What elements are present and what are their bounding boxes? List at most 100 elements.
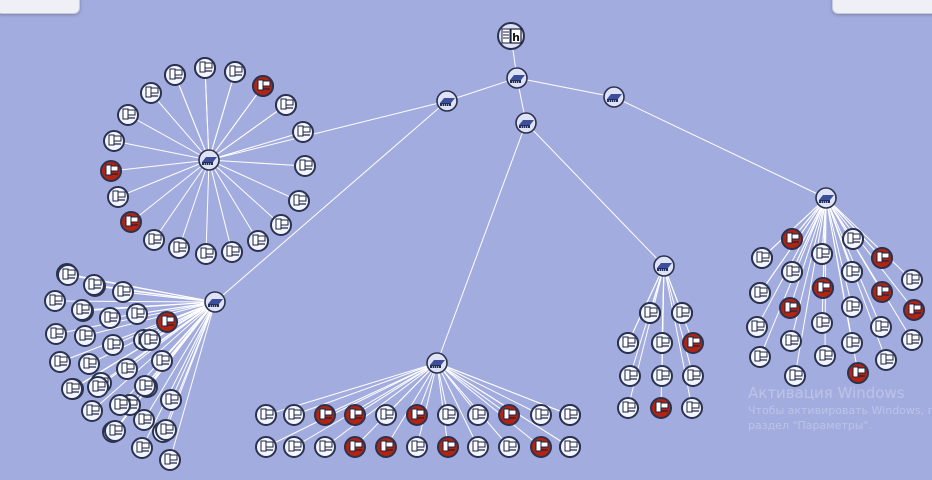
host-computer-icon[interactable]	[814, 345, 836, 367]
host-computer-icon[interactable]	[639, 302, 661, 324]
host-computer-icon[interactable]	[102, 334, 124, 356]
host-computer-icon[interactable]	[781, 261, 803, 283]
host-computer-icon[interactable]	[901, 329, 923, 351]
host-computer-alert-icon[interactable]	[781, 228, 803, 250]
host-computer-icon[interactable]	[112, 281, 134, 303]
host-computer-alert-icon[interactable]	[903, 299, 925, 321]
host-computer-icon[interactable]	[292, 121, 314, 143]
host-computer-icon[interactable]	[255, 436, 277, 458]
host-computer-icon[interactable]	[221, 241, 243, 263]
host-computer-icon[interactable]	[375, 404, 397, 426]
host-computer-alert-icon[interactable]	[120, 211, 142, 233]
host-computer-icon[interactable]	[116, 358, 138, 380]
host-computer-icon[interactable]	[875, 349, 897, 371]
host-computer-icon[interactable]	[617, 397, 639, 419]
host-computer-icon[interactable]	[283, 436, 305, 458]
host-computer-icon[interactable]	[57, 264, 79, 286]
host-computer-alert-icon[interactable]	[437, 436, 459, 458]
host-computer-icon[interactable]	[841, 261, 863, 283]
host-computer-alert-icon[interactable]	[498, 404, 520, 426]
host-computer-alert-icon[interactable]	[375, 436, 397, 458]
host-computer-icon[interactable]	[104, 420, 126, 442]
host-computer-icon[interactable]	[107, 186, 129, 208]
host-computer-icon[interactable]	[270, 214, 292, 236]
host-computer-icon[interactable]	[901, 269, 923, 291]
host-computer-icon[interactable]	[559, 436, 581, 458]
host-computer-alert-icon[interactable]	[871, 281, 893, 303]
host-computer-icon[interactable]	[195, 243, 217, 265]
host-computer-alert-icon[interactable]	[406, 404, 428, 426]
host-computer-icon[interactable]	[841, 296, 863, 318]
host-computer-icon[interactable]	[109, 394, 131, 416]
host-computer-icon[interactable]	[255, 404, 277, 426]
host-computer-icon[interactable]	[314, 436, 336, 458]
host-computer-icon[interactable]	[103, 130, 125, 152]
backbone-network-switch-icon[interactable]	[436, 90, 458, 112]
host-computer-alert-icon[interactable]	[650, 397, 672, 419]
host-computer-icon[interactable]	[682, 365, 704, 387]
host-computer-alert-icon[interactable]	[812, 277, 834, 299]
host-computer-icon[interactable]	[749, 346, 771, 368]
left-fan-network-switch-icon[interactable]	[204, 291, 226, 313]
host-computer-icon[interactable]	[275, 94, 297, 116]
host-computer-icon[interactable]	[99, 307, 121, 329]
host-computer-icon[interactable]	[671, 302, 693, 324]
host-computer-icon[interactable]	[78, 353, 100, 375]
host-computer-icon[interactable]	[168, 237, 190, 259]
host-computer-alert-icon[interactable]	[314, 404, 336, 426]
host-computer-icon[interactable]	[751, 247, 773, 269]
host-computer-alert-icon[interactable]	[100, 160, 122, 182]
host-computer-alert-icon[interactable]	[779, 297, 801, 319]
host-computer-alert-icon[interactable]	[530, 436, 552, 458]
host-computer-icon[interactable]	[780, 330, 802, 352]
right-tree-network-switch-icon[interactable]	[815, 187, 837, 209]
host-computer-alert-icon[interactable]	[871, 247, 893, 269]
host-computer-icon[interactable]	[617, 332, 639, 354]
host-computer-icon[interactable]	[160, 389, 182, 411]
host-computer-icon[interactable]	[164, 64, 186, 86]
mid-right-network-switch-icon[interactable]	[653, 255, 675, 277]
circle-network-switch-icon[interactable]	[198, 149, 220, 171]
host-computer-icon[interactable]	[811, 312, 833, 334]
host-computer-icon[interactable]	[784, 365, 806, 387]
host-computer-icon[interactable]	[133, 409, 155, 431]
host-computer-alert-icon[interactable]	[344, 404, 366, 426]
host-computer-icon[interactable]	[437, 404, 459, 426]
host-computer-icon[interactable]	[83, 274, 105, 296]
host-computer-icon[interactable]	[746, 316, 768, 338]
host-computer-icon[interactable]	[131, 437, 153, 459]
backbone-network-switch-icon[interactable]	[506, 67, 528, 89]
host-computer-icon[interactable]	[44, 290, 66, 312]
host-computer-icon[interactable]	[288, 190, 310, 212]
host-computer-icon[interactable]	[117, 104, 139, 126]
host-computer-icon[interactable]	[841, 332, 863, 354]
host-computer-icon[interactable]	[151, 350, 173, 372]
host-computer-icon[interactable]	[842, 228, 864, 250]
server-icon[interactable]: h	[497, 22, 525, 50]
host-computer-alert-icon[interactable]	[847, 362, 869, 384]
host-computer-icon[interactable]	[283, 404, 305, 426]
host-computer-icon[interactable]	[870, 316, 892, 338]
host-computer-icon[interactable]	[143, 229, 165, 251]
left-panel-tab[interactable]	[0, 0, 80, 14]
bottom-grid-network-switch-icon[interactable]	[426, 352, 448, 374]
host-computer-icon[interactable]	[467, 436, 489, 458]
host-computer-icon[interactable]	[681, 397, 703, 419]
host-computer-icon[interactable]	[294, 155, 316, 177]
host-computer-icon[interactable]	[159, 449, 181, 471]
host-computer-icon[interactable]	[559, 404, 581, 426]
host-computer-icon[interactable]	[498, 436, 520, 458]
host-computer-icon[interactable]	[467, 404, 489, 426]
host-computer-icon[interactable]	[651, 365, 673, 387]
host-computer-icon[interactable]	[139, 329, 161, 351]
host-computer-icon[interactable]	[81, 400, 103, 422]
host-computer-alert-icon[interactable]	[344, 436, 366, 458]
backbone-network-switch-icon[interactable]	[603, 86, 625, 108]
host-computer-icon[interactable]	[651, 332, 673, 354]
host-computer-icon[interactable]	[155, 419, 177, 441]
host-computer-icon[interactable]	[247, 230, 269, 252]
host-computer-alert-icon[interactable]	[252, 75, 274, 97]
host-computer-icon[interactable]	[530, 404, 552, 426]
host-computer-icon[interactable]	[134, 375, 156, 397]
host-computer-icon[interactable]	[49, 351, 71, 373]
